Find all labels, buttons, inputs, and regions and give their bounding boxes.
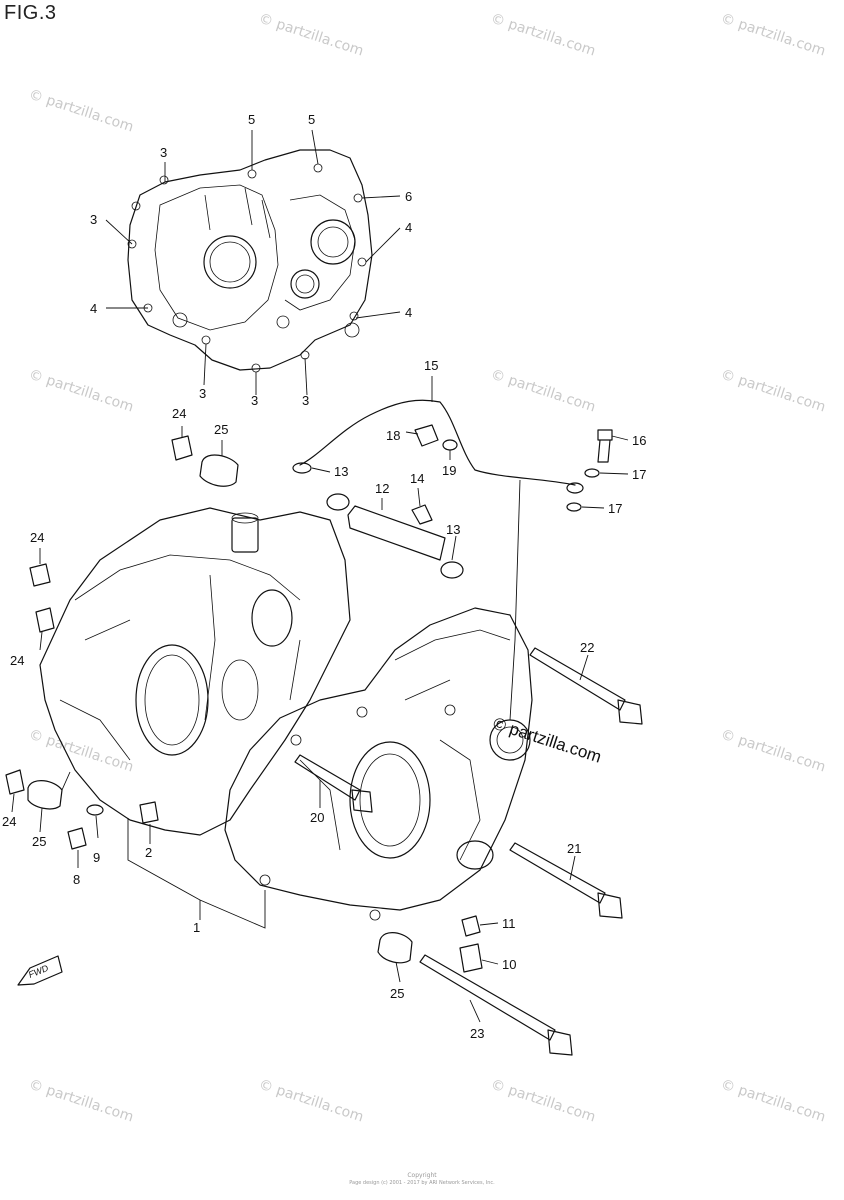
- watermark: © partzilla.com: [489, 1077, 598, 1126]
- callout-12: 12: [375, 481, 389, 496]
- callout-8: 8: [73, 872, 80, 887]
- callout-14: 14: [410, 471, 424, 486]
- callout-5: 5: [308, 112, 315, 127]
- callout-5: 5: [248, 112, 255, 127]
- watermark: © partzilla.com: [489, 367, 598, 416]
- callout-3: 3: [160, 145, 167, 160]
- callout-16: 16: [632, 433, 646, 448]
- callout-19: 19: [442, 463, 456, 478]
- callout-17: 17: [608, 501, 622, 516]
- callout-24: 24: [172, 406, 186, 421]
- callout-23: 23: [470, 1026, 484, 1041]
- callout-20: 20: [310, 810, 324, 825]
- callout-4: 4: [405, 220, 412, 235]
- watermark-bold: © partzilla.com: [491, 714, 604, 767]
- small-parts: [5, 424, 643, 1056]
- fwd-arrow-icon: FWD: [17, 955, 63, 986]
- watermark: © partzilla.com: [27, 1077, 136, 1126]
- callout-24: 24: [2, 814, 16, 829]
- oil-pipe: [292, 399, 584, 494]
- watermark: © partzilla.com: [719, 727, 828, 776]
- crankcase-half-top: [127, 149, 373, 373]
- watermark: © partzilla.com: [719, 11, 828, 60]
- callout-6: 6: [405, 189, 412, 204]
- callout-25: 25: [214, 422, 228, 437]
- footer-copyright: Copyright: [407, 1172, 437, 1179]
- callout-1: 1: [193, 920, 200, 935]
- callout-11: 11: [502, 916, 516, 931]
- callout-17: 17: [632, 467, 646, 482]
- callout-24: 24: [30, 530, 44, 545]
- callout-4: 4: [90, 301, 97, 316]
- callout-3: 3: [251, 393, 258, 408]
- leader-lines: [11, 129, 629, 1023]
- watermark: © partzilla.com: [257, 11, 366, 60]
- watermark: © partzilla.com: [719, 1077, 828, 1126]
- watermark: © partzilla.com: [27, 87, 136, 136]
- callout-21: 21: [567, 841, 581, 856]
- watermark: © partzilla.com: [27, 727, 136, 776]
- callout-25: 25: [32, 834, 46, 849]
- watermark: © partzilla.com: [257, 1077, 366, 1126]
- watermark: © partzilla.com: [719, 367, 828, 416]
- figure-title: FIG.3: [4, 2, 57, 24]
- callout-15: 15: [424, 358, 438, 373]
- callout-3: 3: [302, 393, 309, 408]
- footer-page-design: Page design (c) 2001 - 2017 by ARI Netwo…: [349, 1180, 495, 1186]
- callout-25: 25: [390, 986, 404, 1001]
- callout-13: 13: [446, 522, 460, 537]
- fwd-label: FWD: [27, 963, 50, 980]
- watermark-layer: © partzilla.com © partzilla.com © partzi…: [27, 11, 828, 1126]
- callout-13: 13: [334, 464, 348, 479]
- callout-9: 9: [93, 850, 100, 865]
- callout-10: 10: [502, 957, 516, 972]
- crankcase-assembly: [39, 507, 533, 921]
- callout-labels: 3 5 5 6 3 4 4 4 3 3 3 15 24 25 18 19 13 …: [2, 112, 646, 1041]
- callout-18: 18: [386, 428, 400, 443]
- callout-22: 22: [580, 640, 594, 655]
- callout-3: 3: [90, 212, 97, 227]
- callout-2: 2: [145, 845, 152, 860]
- callout-3: 3: [199, 386, 206, 401]
- watermark: © partzilla.com: [489, 11, 598, 60]
- callout-24: 24: [10, 653, 24, 668]
- watermark: © partzilla.com: [27, 367, 136, 416]
- callout-4: 4: [405, 305, 412, 320]
